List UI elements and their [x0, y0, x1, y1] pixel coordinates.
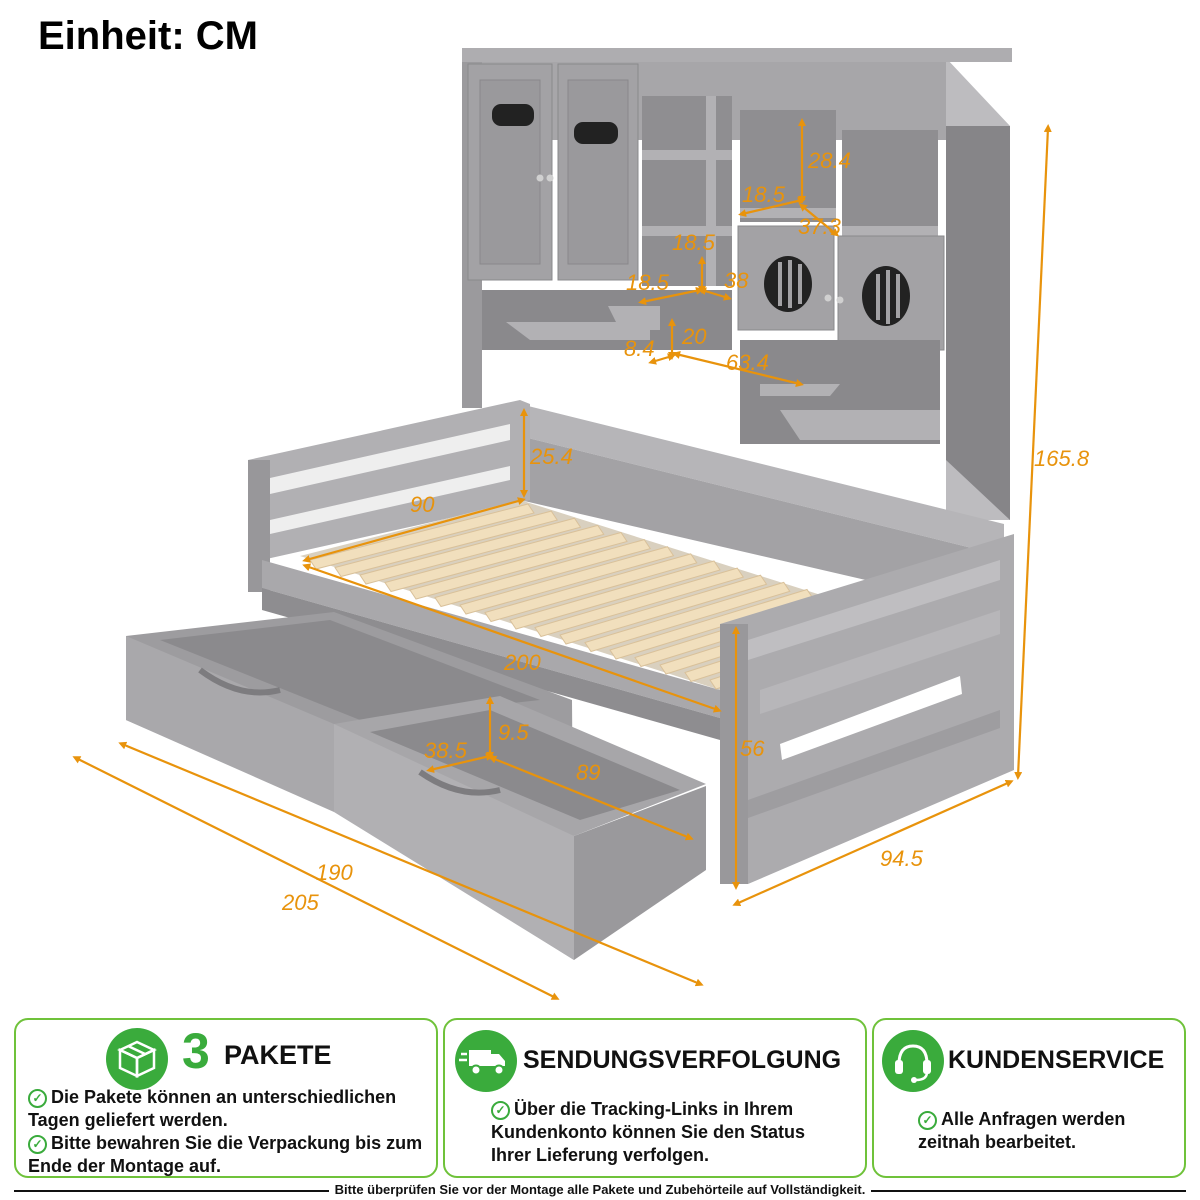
tracking-title: SENDUNGSVERFOLGUNG	[523, 1046, 842, 1074]
headset-icon	[882, 1030, 944, 1092]
dim-length-outer: 205	[281, 890, 319, 915]
dim-drawer-length: 89	[576, 760, 600, 785]
dim-shelf-height-b: 18.5	[672, 230, 716, 255]
dim-drawer-width: 38.5	[424, 738, 468, 763]
dim-length-inner: 190	[316, 860, 353, 885]
card-tracking: SENDUNGSVERFOLGUNG ✓Über die Tracking-Li…	[443, 1018, 867, 1178]
tracking-bullet-1: ✓Über die Tracking-Links in Ihrem Kunden…	[491, 1099, 806, 1165]
box-icon	[106, 1028, 168, 1090]
check-icon: ✓	[918, 1111, 937, 1130]
packages-bullet-2: ✓Bitte bewahren Sie die Verpackung bis z…	[28, 1133, 423, 1176]
bed-diagram: 28.4 18.5 37.3 18.5 18.5 38 20 8.4 63.4 …	[72, 48, 1090, 1000]
dim-niche-width: 63.4	[726, 350, 769, 375]
card-packages: 3 PAKETE ✓Die Pakete können an unterschi…	[14, 1018, 438, 1178]
footer-note: Bitte überprüfen Sie vor der Montage all…	[328, 1182, 872, 1197]
dim-shelf-depth-a: 18.5	[626, 270, 670, 295]
dim-niche-height: 20	[681, 324, 707, 349]
dim-drawer-height: 9.5	[498, 720, 529, 745]
dim-shelf-width-a: 18.5	[742, 182, 786, 207]
check-icon: ✓	[28, 1135, 47, 1154]
dimension-labels: 28.4 18.5 37.3 18.5 18.5 38 20 8.4 63.4 …	[281, 148, 1090, 915]
dim-inner-length: 200	[503, 650, 541, 675]
dim-total-width: 94.5	[880, 846, 924, 871]
truck-icon	[455, 1030, 517, 1092]
card-service: KUNDENSERVICE ✓Alle Anfragen werden zeit…	[872, 1018, 1186, 1178]
dim-bed-height: 56	[740, 736, 765, 761]
service-bullet-1: ✓Alle Anfragen werden zeitnah bearbeitet…	[918, 1109, 1126, 1152]
dim-inner-width: 90	[410, 492, 435, 517]
packages-title: PAKETE	[224, 1040, 332, 1070]
package-count: 3	[182, 1023, 210, 1079]
check-icon: ✓	[28, 1089, 47, 1108]
packages-bullet-1: ✓Die Pakete können an unterschiedlichen …	[28, 1087, 397, 1130]
dim-shelf-width-b: 37.3	[798, 214, 842, 239]
dim-niche-depth: 8.4	[624, 336, 655, 361]
dimension-lines	[72, 118, 1052, 1000]
dim-rail-height: 25.4	[529, 444, 573, 469]
footer: Bitte überprüfen Sie vor der Montage all…	[0, 1182, 1200, 1200]
unit-title: Einheit: CM	[38, 14, 258, 58]
dim-shelf-depth-b: 38	[724, 268, 749, 293]
service-title: KUNDENSERVICE	[948, 1046, 1165, 1074]
dim-shelf-height: 28.4	[807, 148, 851, 173]
dim-total-height: 165.8	[1034, 446, 1090, 471]
check-icon: ✓	[491, 1101, 510, 1120]
